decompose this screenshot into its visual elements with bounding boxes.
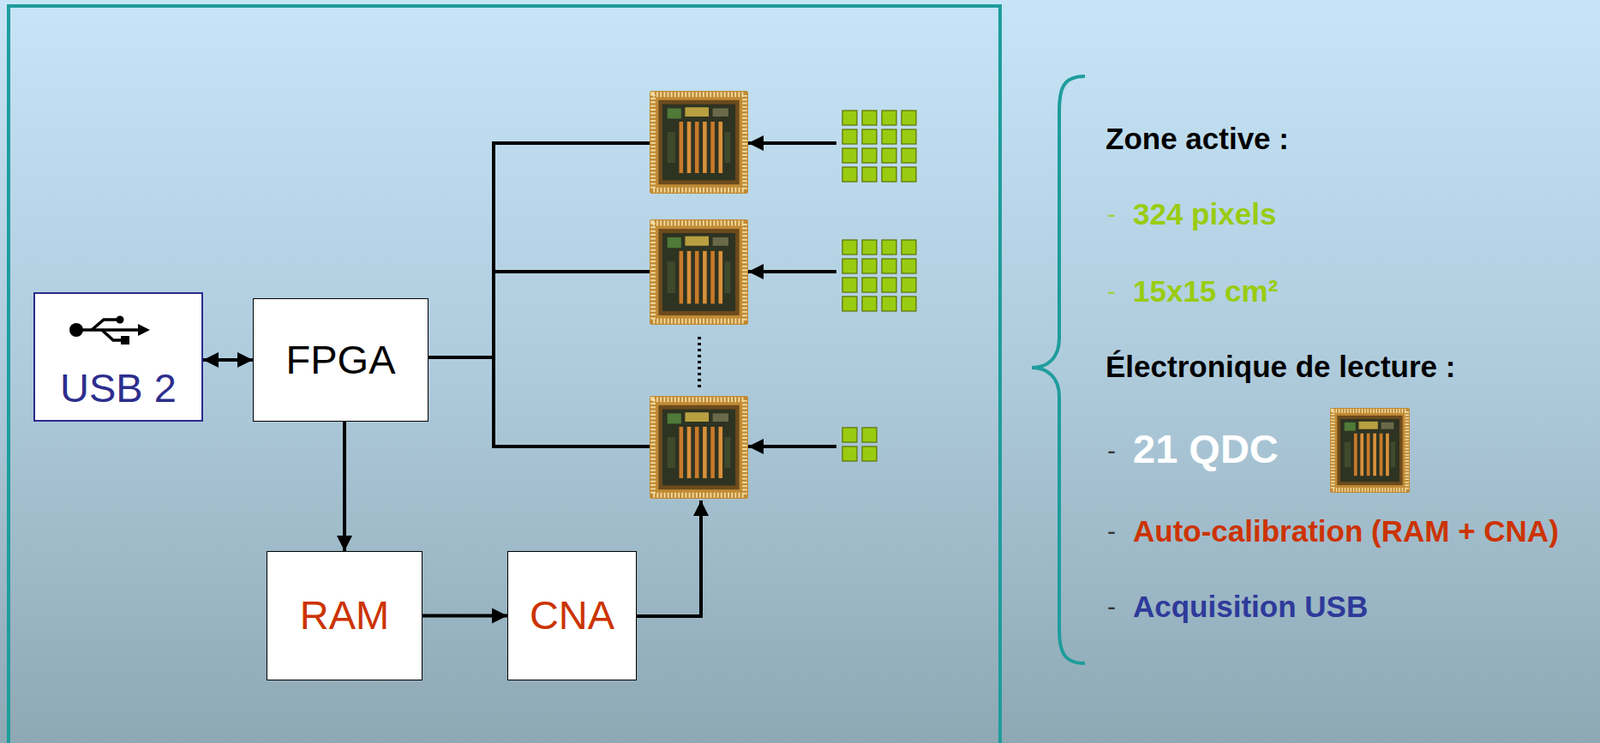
bus-wires (428, 141, 650, 449)
pixel-arrows (748, 143, 837, 447)
connector-arrow (203, 358, 253, 362)
block-label: USB 2 (59, 365, 177, 412)
qdc-chip (649, 219, 749, 325)
block-box: FPGA (252, 298, 429, 422)
panel-text: 15x15 cm² (1132, 273, 1278, 310)
qdc-chip (649, 395, 749, 499)
panel-text: Auto-calibration (RAM + CNA) (1132, 513, 1559, 550)
block-box: CNA (507, 551, 637, 681)
usb-symbol (64, 311, 159, 350)
block-box: USB 2 (33, 292, 204, 422)
curly-brace (1031, 76, 1085, 664)
calibration-wire (636, 500, 702, 617)
bullet-dash: - (1107, 515, 1116, 547)
panel-text: Zone active : (1105, 120, 1289, 157)
panel-text: 21 QDC (1132, 425, 1279, 474)
block-label: FPGA (286, 336, 396, 384)
frame-border (8, 5, 1001, 743)
panel-text: Acquisition USB (1132, 588, 1368, 625)
pixel-grid (842, 110, 917, 182)
qdc-chip (649, 90, 749, 194)
panel-text: Électronique de lecture : (1105, 348, 1456, 385)
bullet-dash: - (1107, 435, 1116, 467)
bullet-dash: - (1107, 275, 1116, 307)
block-label: RAM (299, 592, 390, 639)
block-label: CNA (529, 592, 615, 639)
bullet-dash: - (1107, 591, 1116, 623)
pixel-grid (842, 239, 917, 312)
qdc-chip-icon (1330, 407, 1410, 493)
panel-text: 324 pixels (1132, 196, 1277, 233)
dotted-continuation (697, 336, 702, 389)
bullet-dash: - (1107, 198, 1116, 230)
connector-arrow (422, 614, 508, 618)
pixel-grid (842, 427, 877, 462)
block-box: RAM (266, 551, 423, 681)
connector-arrow (342, 421, 347, 552)
